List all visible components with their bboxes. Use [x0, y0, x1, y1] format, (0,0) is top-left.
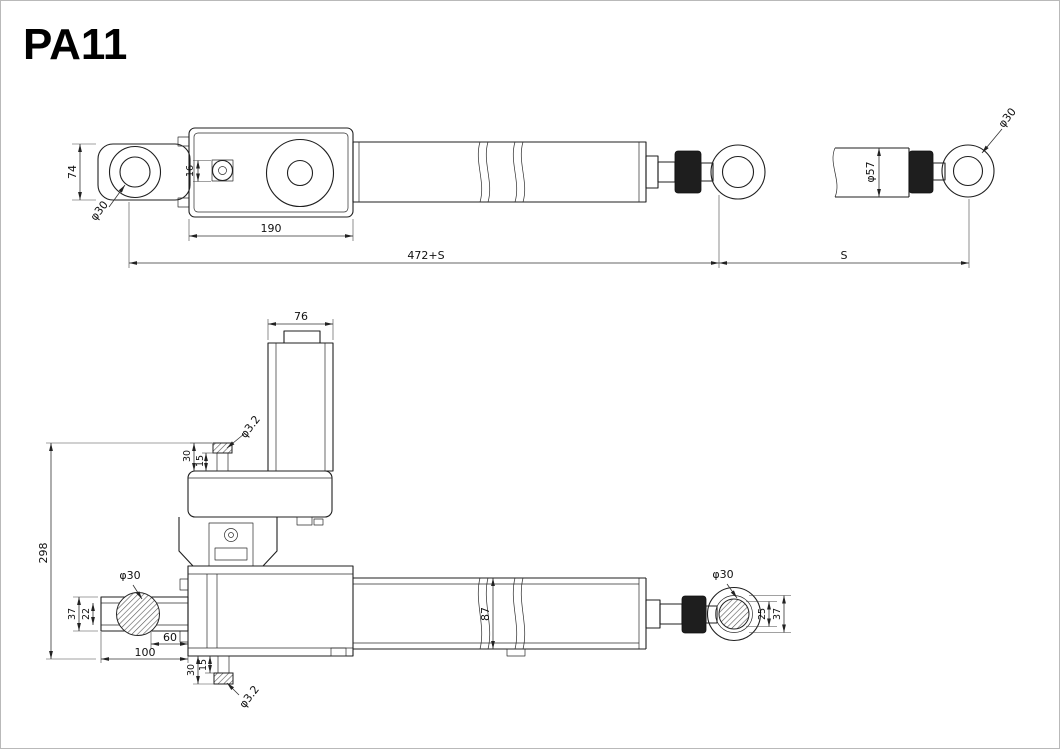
dim-label-tube-dia: φ57 [864, 161, 877, 182]
left-mount-pin [116, 592, 160, 636]
screw-stem-bottom [217, 655, 230, 674]
dim-label-pin-right: φ30 [712, 568, 733, 581]
dim-label-stroke: S [841, 249, 848, 262]
dim-label-74: 74 [66, 165, 79, 179]
side-view-dimensions: 74 φ30 16 190 472+S S φ57 [66, 105, 1019, 268]
dim-label-76: 76 [294, 310, 308, 323]
clevis-block [208, 522, 254, 567]
plan-view-dimensions: 76 φ3.2 30 15 298 φ30 37 22 [37, 310, 791, 711]
rear-clevis [97, 136, 191, 208]
plan-view: 76 φ3.2 30 15 298 φ30 37 22 [37, 310, 791, 711]
dim-label-screw-top: φ3.2 [238, 413, 263, 441]
screw-head-bottom [213, 672, 234, 685]
extended-rod-piece [832, 144, 995, 198]
rear-clevis-body [97, 143, 191, 201]
rod-step [645, 599, 661, 629]
gear-cover-circle [265, 138, 335, 208]
dim-label-472s: 472+S [407, 249, 444, 262]
side-view: 74 φ30 16 190 472+S S φ57 [66, 105, 1019, 268]
rod-shank [700, 162, 714, 182]
screw-stem-top [216, 452, 229, 472]
bottom-limit-screw [213, 655, 234, 685]
rod-nut [674, 150, 702, 194]
dim-label-screw-bottom: φ3.2 [237, 683, 262, 711]
motor-cap [283, 330, 321, 344]
actuator-body [187, 565, 354, 657]
rear-eye-outer [108, 145, 162, 199]
motor [267, 330, 334, 472]
rod-shank-2 [932, 162, 946, 181]
front-eye-outer [706, 586, 762, 642]
pin-boss-outer [211, 159, 234, 182]
outer-tube-plan [353, 577, 647, 657]
gearbox-inner [193, 132, 349, 213]
dim-label-30-bottom: 30 [186, 664, 197, 676]
tube-break-lines [477, 141, 526, 203]
front-rod-end [645, 144, 766, 200]
rod-eye-outer-2 [941, 144, 995, 198]
rod-step [645, 155, 659, 189]
gearbox-outline [188, 127, 354, 218]
dim-label-37-left: 37 [67, 608, 78, 620]
actuator-body-plan [179, 565, 354, 657]
dim-label-22: 22 [81, 608, 92, 620]
clevis-bracket-plan [178, 516, 324, 567]
rod-nut [681, 595, 707, 634]
dim-label-15-bottom: 15 [198, 659, 209, 671]
connector-block [296, 516, 313, 526]
rod-shank [705, 605, 718, 624]
pivot-pin-hole [228, 532, 234, 538]
front-rod-end-plan [645, 586, 762, 642]
left-mount [100, 592, 189, 636]
dim-label-30-top: 30 [182, 450, 193, 462]
piston-rod [659, 603, 683, 625]
front-eye-hole [721, 155, 755, 189]
motor-body [267, 342, 334, 472]
pin-boss-hole [218, 166, 227, 175]
break-line [832, 147, 838, 198]
gear-hub-circle [286, 159, 314, 187]
rod-nut-2 [908, 150, 934, 194]
front-eye-outer [710, 144, 766, 200]
dim-label-100: 100 [135, 646, 156, 659]
rear-eye-hole [119, 156, 151, 188]
dim-label-25: 25 [757, 608, 768, 620]
top-limit-screw [212, 442, 233, 472]
outer-tube [352, 141, 647, 203]
drawing-title: PA11 [23, 20, 127, 69]
dim-label-37-right: 37 [772, 608, 783, 620]
rod-eye-hole-2 [952, 155, 984, 187]
piston-rod [657, 161, 676, 183]
dim-label-87: 87 [479, 607, 492, 621]
gearbox-side [188, 127, 354, 218]
dim-label-15-top: 15 [195, 455, 206, 467]
pivot-pin-outer [224, 528, 238, 542]
gearbox-top [187, 470, 333, 518]
gearbox-plan [187, 470, 333, 518]
dim-label-190: 190 [261, 222, 282, 235]
outer-tube-side [352, 141, 647, 203]
tube-section [835, 147, 909, 198]
dim-label-eye-dia: φ30 [88, 198, 111, 223]
dim-label-16: 16 [185, 165, 196, 177]
tube-walls [353, 577, 646, 650]
dim-label-298: 298 [37, 543, 50, 564]
dim-label-rod-eye-dia: φ30 [996, 105, 1019, 130]
front-eye-pin [718, 598, 750, 630]
screw-head-top [212, 442, 233, 454]
tube-break-lines [477, 577, 526, 650]
clevis-bracket [178, 517, 278, 567]
dim-label-pin-left: φ30 [119, 569, 140, 582]
dim-label-60: 60 [163, 631, 177, 644]
